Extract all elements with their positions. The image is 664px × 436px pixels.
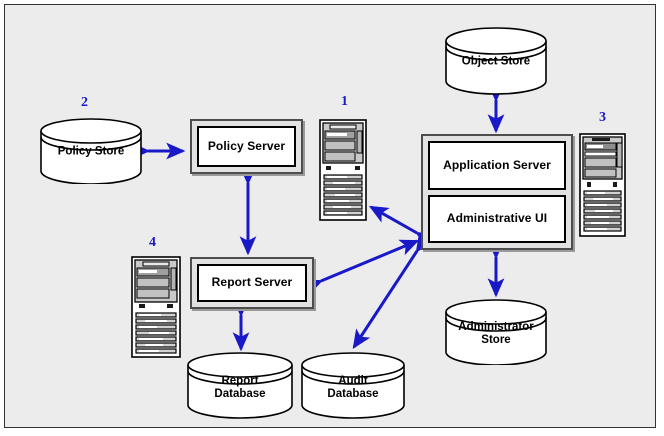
callout-number-3: 3 — [599, 110, 606, 125]
cylinder-shape — [445, 299, 547, 365]
report-server-panel: Report Server — [197, 264, 307, 302]
callout-number-2: 2 — [81, 95, 88, 110]
node-report-database[interactable]: Report Database — [187, 352, 293, 419]
node-application-server-group[interactable]: Application Server Administrative UI — [421, 134, 573, 250]
application-server-panel[interactable]: Application Server — [428, 141, 566, 190]
computer-tower-icon-3[interactable] — [579, 133, 626, 237]
computer-tower-icon — [131, 256, 181, 358]
node-report-server[interactable]: Report Server — [190, 257, 314, 309]
arrow-reportserver-adminui — [302, 239, 420, 296]
node-policy-store[interactable]: Policy Store — [40, 118, 142, 184]
node-policy-server[interactable]: Policy Server — [190, 119, 303, 174]
cylinder-shape — [445, 27, 547, 95]
cylinder-shape — [40, 118, 142, 184]
node-label: Administrative UI — [446, 211, 548, 226]
computer-tower-icon-4[interactable] — [131, 256, 181, 358]
callout-number-4: 4 — [149, 235, 156, 250]
computer-tower-icon-1[interactable] — [319, 119, 367, 221]
administrative-ui-panel[interactable]: Administrative UI — [428, 194, 566, 243]
node-label: Report Server — [211, 275, 293, 290]
cylinder-shape — [301, 352, 405, 419]
node-administrator-store[interactable]: Administrator Store — [445, 299, 547, 365]
node-object-store[interactable]: Object Store — [445, 27, 547, 95]
node-audit-database[interactable]: Audit Database — [301, 352, 405, 419]
arrow-adminui-auditdatabase — [352, 232, 434, 350]
node-label: Application Server — [443, 157, 551, 172]
diagram-canvas: 2 1 3 4 Policy Store Policy Server — [4, 4, 656, 428]
computer-tower-icon — [579, 133, 626, 237]
cylinder-shape — [187, 352, 293, 419]
callout-number-1: 1 — [341, 94, 348, 109]
arrow-adminui-tower1 — [368, 205, 436, 249]
policy-server-panel: Policy Server — [197, 126, 296, 167]
computer-tower-icon — [319, 119, 367, 221]
node-label: Policy Server — [207, 138, 286, 153]
